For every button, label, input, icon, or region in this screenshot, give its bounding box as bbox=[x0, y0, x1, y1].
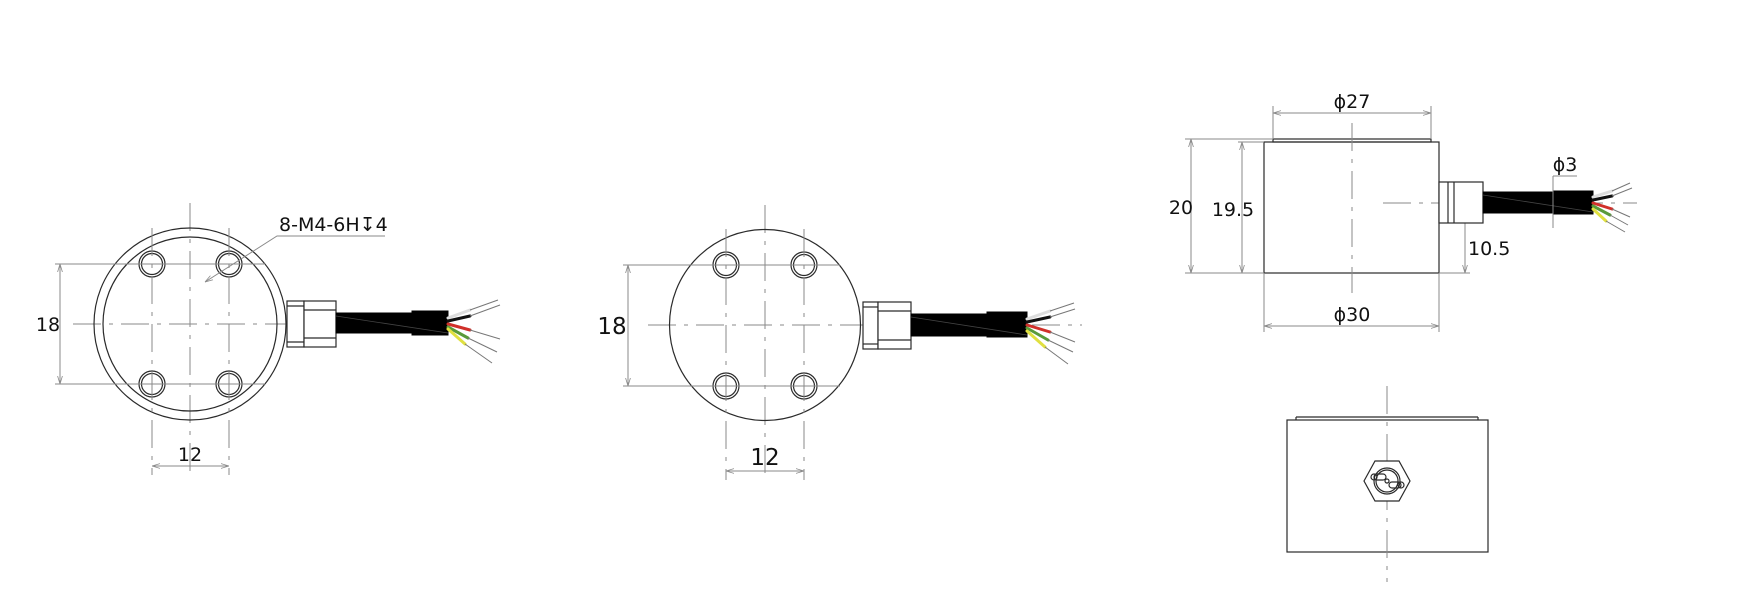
cable-connector bbox=[286, 300, 337, 348]
cable bbox=[1482, 190, 1594, 215]
dim-label-18: 18 bbox=[36, 314, 60, 336]
front-view-2: 18 12 bbox=[597, 205, 1082, 480]
connector-hex-icon bbox=[1363, 460, 1411, 502]
bottom-view bbox=[1286, 386, 1489, 582]
hole-callout-label: 8-M4-6H↧4 bbox=[279, 214, 388, 236]
lead-wires bbox=[446, 299, 501, 364]
hole-callout-leader bbox=[205, 235, 385, 282]
body-circle bbox=[668, 228, 862, 422]
lead-wires bbox=[1025, 302, 1076, 365]
dim-label-10-5: 10.5 bbox=[1468, 238, 1510, 260]
dim-label-18: 18 bbox=[597, 314, 626, 340]
dim-label-phi27: ϕ27 bbox=[1334, 91, 1371, 113]
body-inner-circle bbox=[102, 236, 278, 412]
mounting-holes bbox=[55, 228, 265, 475]
front-view-1: 18 12 8-M4-6H↧4 bbox=[36, 203, 501, 475]
dim-label-19-5: 19.5 bbox=[1212, 199, 1254, 221]
dim-label-phi30: ϕ30 bbox=[1334, 304, 1371, 326]
lead-wires bbox=[1591, 182, 1633, 233]
cable bbox=[335, 310, 449, 336]
cable-connector bbox=[1438, 181, 1484, 224]
cable bbox=[910, 311, 1028, 338]
body-outer-circle bbox=[93, 227, 287, 421]
mounting-holes bbox=[623, 229, 840, 480]
cable-connector bbox=[862, 301, 912, 350]
dim-label-12: 12 bbox=[750, 445, 779, 471]
dim-label-12: 12 bbox=[178, 444, 202, 466]
side-view: ϕ27 ϕ30 20 19.5 10.5 ϕ3 bbox=[1169, 91, 1637, 332]
dim-label-phi3: ϕ3 bbox=[1553, 154, 1578, 176]
dim-label-20: 20 bbox=[1169, 197, 1193, 219]
